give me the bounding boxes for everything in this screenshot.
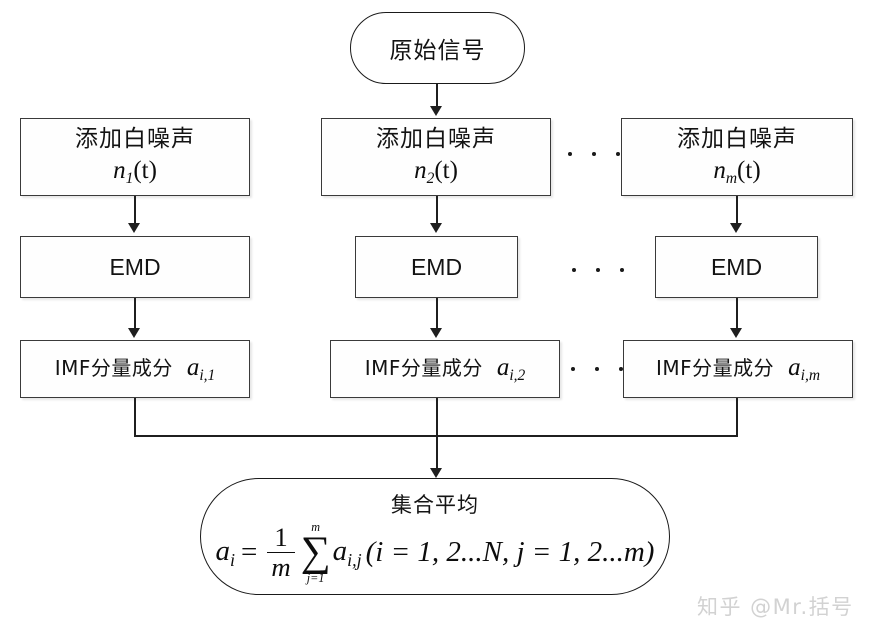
node-imf-component-1[interactable]: IMF分量成分 ai,1 <box>20 340 250 398</box>
connector-noise1-to-emd1 <box>134 196 136 225</box>
formula-lhs: ai <box>215 534 236 570</box>
ellipsis-dot <box>616 152 620 156</box>
node-ensemble-average[interactable]: 集合平均 ai = 1 m m ∑ j=1 ai,j (i = 1, 2...N… <box>200 478 670 595</box>
connector-emd2-to-imf2 <box>436 298 438 330</box>
ellipsis-emd-row <box>572 268 624 272</box>
node-imf-component-2-symbol: ai,2 <box>496 353 526 384</box>
arrowhead-source-to-noise2 <box>430 106 442 116</box>
node-add-white-noise-m-title: 添加白噪声 <box>677 126 797 153</box>
sigma-icon: ∑ <box>300 529 331 576</box>
connector-noise2-to-emd2 <box>436 196 438 225</box>
arrowhead-noisem-to-emdm <box>730 223 742 233</box>
node-imf-component-1-title: IMF分量成分 <box>54 355 173 380</box>
node-imf-component-m-symbol: ai,m <box>788 353 821 384</box>
connector-noisem-to-emdm <box>736 196 738 225</box>
ellipsis-imf-row <box>571 367 623 371</box>
ensemble-average-formula: ai = 1 m m ∑ j=1 ai,j (i = 1, 2...N, j =… <box>216 521 655 584</box>
formula-summation: m ∑ j=1 <box>301 521 331 584</box>
node-add-white-noise-m-symbol: nm(t) <box>713 156 761 187</box>
connector-source-to-noise2 <box>436 84 438 108</box>
connector-bus-to-ensemble <box>436 398 438 470</box>
connector-emd1-to-imf1 <box>134 298 136 330</box>
node-imf-component-2[interactable]: IMF分量成分 ai,2 <box>330 340 560 398</box>
node-ensemble-average-title: 集合平均 <box>391 492 479 517</box>
arrowhead-emd1-to-imf1 <box>128 328 140 338</box>
connector-imf1-down <box>134 398 136 436</box>
ellipsis-noise-row <box>568 152 620 156</box>
node-imf-component-1-symbol: ai,1 <box>186 353 216 384</box>
node-add-white-noise-2-title: 添加白噪声 <box>376 126 496 153</box>
ellipsis-dot <box>596 268 600 272</box>
ellipsis-dot <box>592 152 596 156</box>
formula-fraction-numerator: 1 <box>274 522 288 552</box>
formula-fraction-bar <box>267 551 295 554</box>
node-add-white-noise-1-symbol: n1(t) <box>113 156 157 187</box>
connector-imfm-down <box>736 398 738 436</box>
formula-sum-upper: m <box>311 519 321 534</box>
watermark-label: 知乎 @Mr.括号 <box>697 595 854 619</box>
arrowhead-emdm-to-imfm <box>730 328 742 338</box>
node-imf-component-m-content: IMF分量成分 ai,m <box>656 354 820 385</box>
node-add-white-noise-m[interactable]: 添加白噪声 nm(t) <box>621 118 853 196</box>
arrowhead-noise1-to-emd1 <box>128 223 140 233</box>
formula-sum-lower: j=1 <box>306 570 325 585</box>
ellipsis-dot <box>619 367 623 371</box>
node-emd-2[interactable]: EMD <box>355 236 518 298</box>
formula-fraction-denominator: m <box>271 552 291 583</box>
ellipsis-dot <box>595 367 599 371</box>
node-emd-2-label: EMD <box>410 253 463 280</box>
formula-summand: ai,j <box>332 534 362 570</box>
node-add-white-noise-2[interactable]: 添加白噪声 n2(t) <box>321 118 551 196</box>
formula-fraction: 1 m <box>267 522 295 583</box>
node-imf-component-2-content: IMF分量成分 ai,2 <box>365 354 526 385</box>
node-imf-component-1-content: IMF分量成分 ai,1 <box>55 354 216 385</box>
connector-emdm-to-imfm <box>736 298 738 330</box>
node-add-white-noise-1-title: 添加白噪声 <box>75 126 195 153</box>
ellipsis-dot <box>568 152 572 156</box>
ellipsis-dot <box>620 268 624 272</box>
node-add-white-noise-2-symbol: n2(t) <box>414 156 458 187</box>
node-original-signal-label: 原始信号 <box>389 38 486 64</box>
node-add-white-noise-1[interactable]: 添加白噪声 n1(t) <box>20 118 250 196</box>
arrowhead-bus-to-ensemble <box>430 468 442 478</box>
ellipsis-dot <box>571 367 575 371</box>
arrowhead-emd2-to-imf2 <box>430 328 442 338</box>
node-original-signal[interactable]: 原始信号 <box>350 12 525 84</box>
ellipsis-dot <box>572 268 576 272</box>
arrowhead-noise2-to-emd2 <box>430 223 442 233</box>
node-imf-component-m[interactable]: IMF分量成分 ai,m <box>623 340 853 398</box>
node-imf-component-m-title: IMF分量成分 <box>655 355 775 380</box>
node-emd-m-label: EMD <box>710 253 763 280</box>
node-emd-1[interactable]: EMD <box>20 236 250 298</box>
node-emd-m[interactable]: EMD <box>655 236 818 298</box>
formula-condition: (i = 1, 2...N, j = 1, 2...m) <box>365 535 655 568</box>
node-emd-1-label: EMD <box>109 253 161 280</box>
node-imf-component-2-title: IMF分量成分 <box>364 355 483 380</box>
formula-equals: = <box>241 535 258 568</box>
